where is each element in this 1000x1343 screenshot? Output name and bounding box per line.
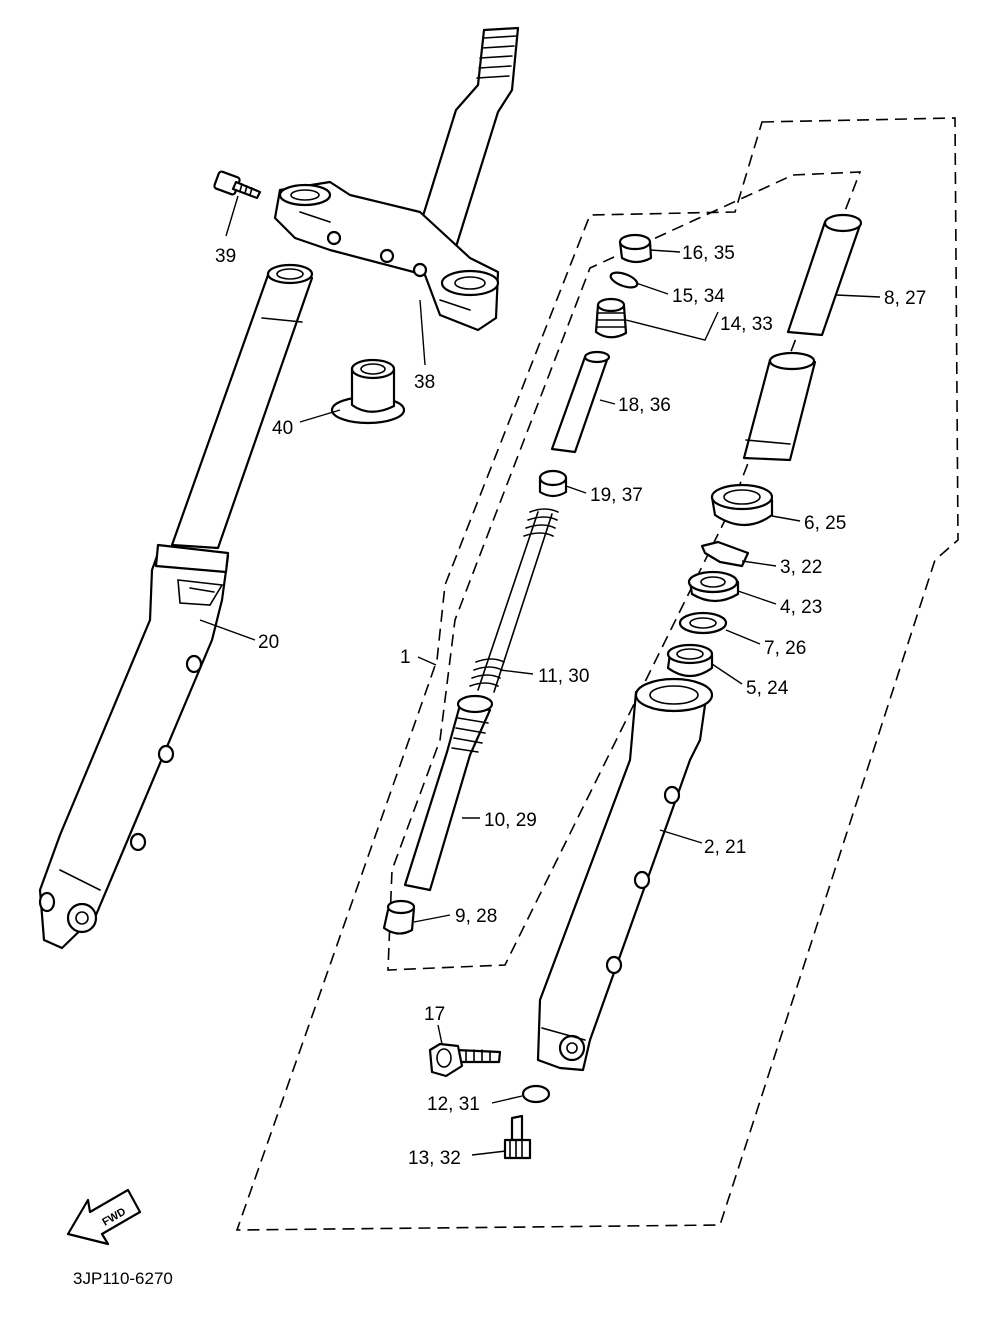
callout-16-35: 16, 35	[682, 243, 735, 264]
callout-39: 39	[215, 246, 236, 267]
assembly-boundary-outer	[235, 117, 959, 1231]
callout-10-29: 10, 29	[484, 810, 537, 831]
callout-6-25: 6, 25	[804, 513, 846, 534]
screw-13	[503, 1114, 532, 1160]
washer-12	[521, 1084, 551, 1104]
callout-38: 38	[414, 372, 435, 393]
callout-7-26: 7, 26	[764, 638, 806, 659]
callout-11-30: 11, 30	[538, 666, 589, 687]
callout-3-22: 3, 22	[780, 557, 822, 578]
callout-40: 40	[272, 418, 293, 439]
callout-4-23: 4, 23	[780, 597, 822, 618]
adjuster-14	[594, 297, 628, 339]
leader-lines	[199, 195, 881, 1156]
callout-8-27: 8, 27	[884, 288, 926, 309]
callout-15-34: 15, 34	[672, 286, 725, 307]
bolt-39	[213, 170, 262, 200]
fork-spring-11	[469, 508, 559, 693]
fwd-arrow-icon: FWD	[66, 1188, 142, 1246]
right-fork-outer-tube	[536, 677, 714, 1072]
cap-bolt-16	[618, 233, 653, 264]
callout-20: 20	[258, 632, 279, 653]
callout-13-32: 13, 32	[408, 1148, 461, 1169]
oil-lock-piece-9	[382, 899, 416, 935]
callout-1: 1	[400, 647, 411, 668]
diagram-code: 3JP110-6270	[73, 1269, 173, 1288]
collar-40	[330, 358, 406, 425]
bolt-17	[428, 1042, 502, 1078]
steering-stem-bracket	[273, 26, 520, 332]
callout-14-33: 14, 33	[720, 314, 773, 335]
spacer-18	[550, 350, 611, 454]
callout-2-21: 2, 21	[704, 837, 746, 858]
callout-17: 17	[424, 1004, 445, 1025]
oil-seal-6	[710, 483, 774, 526]
callout-12-31: 12, 31	[427, 1094, 480, 1115]
o-ring-15	[609, 271, 639, 289]
washer-7	[678, 611, 728, 635]
callout-9-28: 9, 28	[455, 906, 497, 927]
left-fork-leg	[38, 263, 314, 950]
washer-4	[687, 570, 740, 603]
callout-5-24: 5, 24	[746, 678, 789, 699]
dust-cover-8	[742, 213, 863, 462]
callout-19-37: 19, 37	[590, 485, 643, 506]
damper-rod-10	[403, 694, 494, 892]
bushing-5	[666, 643, 714, 678]
circlip-3	[700, 540, 750, 568]
collar-19	[538, 469, 568, 498]
callout-18-36: 18, 36	[618, 395, 671, 416]
